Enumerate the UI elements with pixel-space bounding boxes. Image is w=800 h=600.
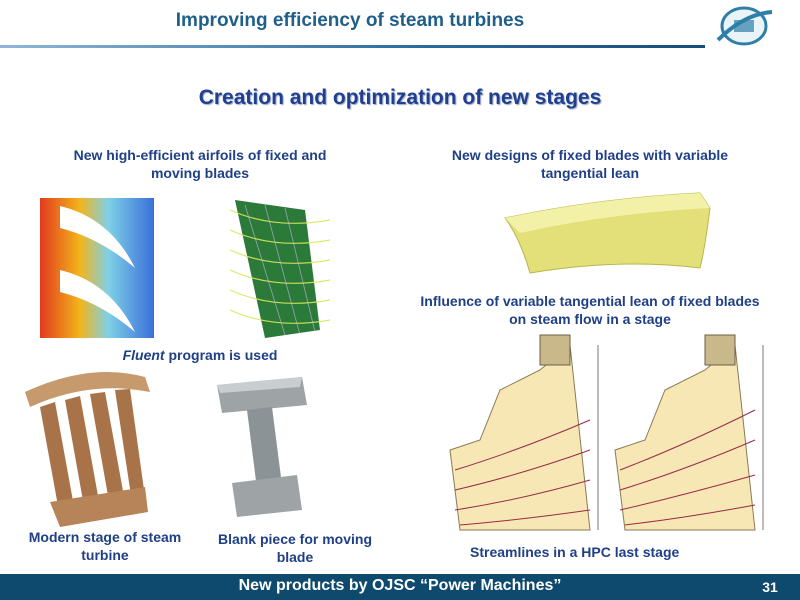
streamlines-diagram — [449, 334, 764, 531]
company-logo — [716, 6, 773, 46]
fluent-program-name: Fluent — [122, 347, 165, 363]
modern-stage-caption: Modern stage of steam turbine — [28, 529, 182, 563]
footer-text: New products by OJSC “Power Machines” — [238, 577, 562, 594]
streamlines-caption: Streamlines in a HPC last stage — [470, 544, 680, 560]
blade-streamlines-image — [229, 200, 331, 338]
blank-piece-caption: Blank piece for moving blade — [217, 531, 373, 565]
footer-bar — [0, 574, 800, 600]
fixed-blade-image — [504, 192, 711, 274]
fixed-blades-caption: New designs of fixed blades with variabl… — [451, 147, 729, 181]
cfd-contour-image — [40, 198, 154, 338]
fluent-caption-rest: program is used — [164, 347, 278, 363]
slide-header-title: Improving efficiency of steam turbines — [175, 10, 525, 31]
section-title: Creation and optimization of new stages — [198, 86, 602, 109]
fluent-caption: Fluent program is used — [100, 346, 300, 364]
influence-caption: Influence of variable tangential lean of… — [420, 293, 760, 327]
page-number: 31 — [762, 579, 778, 595]
blank-piece-image — [217, 377, 307, 517]
header-divider — [0, 45, 705, 48]
modern-stage-image — [25, 372, 150, 527]
airfoils-caption: New high-efficient airfoils of fixed and… — [73, 147, 327, 181]
